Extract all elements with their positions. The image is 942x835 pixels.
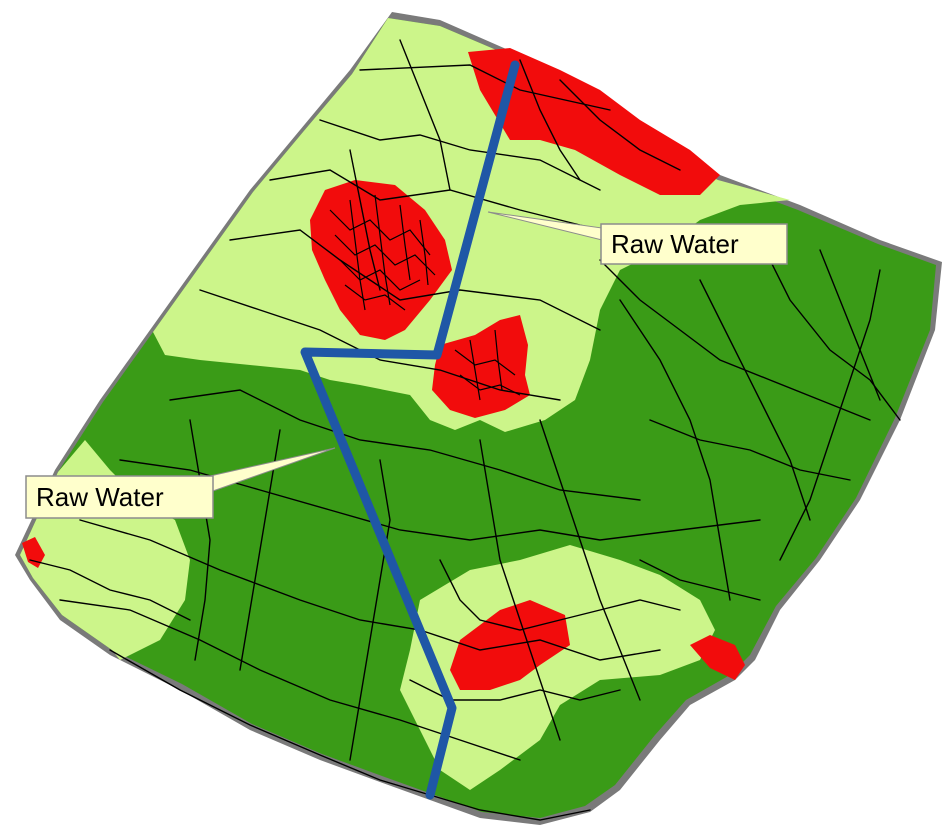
raw-water-pipeline xyxy=(300,60,520,800)
subdivision-roads xyxy=(329,194,521,401)
callout-box xyxy=(25,475,214,519)
callout-raw-water-south: Raw Water xyxy=(25,447,336,519)
callout-box xyxy=(600,223,788,265)
callout-label: Raw Water xyxy=(36,482,164,512)
red-zone-southeast xyxy=(690,635,745,680)
red-zone-west xyxy=(22,537,45,568)
light-green-zone-south xyxy=(400,545,715,790)
road-network xyxy=(29,39,901,821)
red-zone-central xyxy=(310,180,452,340)
callout-label: Raw Water xyxy=(611,229,739,259)
callout-raw-water-north: Raw Water xyxy=(487,211,788,265)
red-zone-mid xyxy=(432,315,530,418)
